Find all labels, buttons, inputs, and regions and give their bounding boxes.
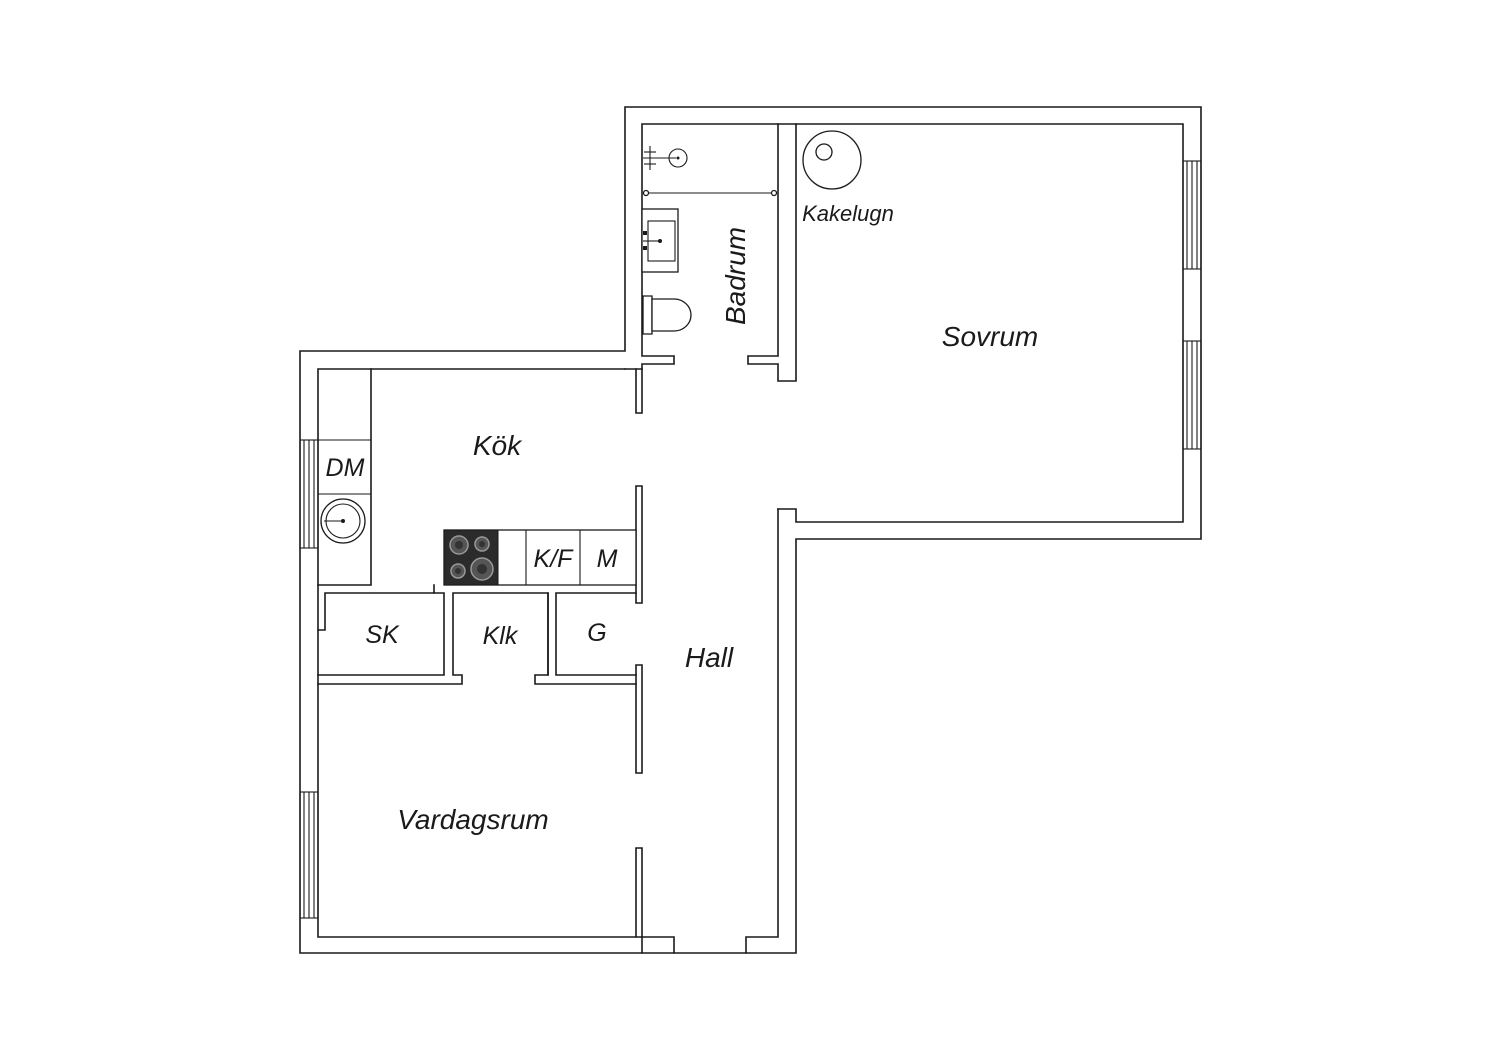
window-icon — [299, 791, 319, 919]
window-icon — [299, 439, 319, 549]
window-icon — [1182, 340, 1202, 450]
room-label-kok: Kök — [473, 430, 523, 461]
room-label-klk: Klk — [483, 622, 519, 650]
shower-icon — [643, 146, 688, 170]
sink-icon — [320, 498, 366, 544]
appliance-label-dm: DM — [326, 454, 365, 482]
fixture-label-kakelugn: Kakelugn — [802, 201, 894, 226]
room-label-sk: SK — [365, 621, 400, 649]
appliance-label-kf: K/F — [534, 545, 575, 573]
kitchen-counter — [318, 439, 371, 495]
appliance-label-m: M — [597, 545, 618, 573]
room-label-vardagsrum: Vardagsrum — [397, 804, 548, 835]
room-label-hall: Hall — [685, 642, 734, 673]
window-icon — [1182, 160, 1202, 270]
toilet-icon — [642, 295, 692, 335]
room-label-g: G — [587, 619, 606, 647]
shower-rail — [642, 189, 778, 197]
room-label-sovrum: Sovrum — [942, 321, 1038, 352]
room-label-badrum: Badrum — [720, 227, 751, 325]
washbasin-icon — [641, 208, 679, 273]
stove-icon — [443, 529, 499, 586]
tiled-stove-icon — [802, 130, 862, 190]
